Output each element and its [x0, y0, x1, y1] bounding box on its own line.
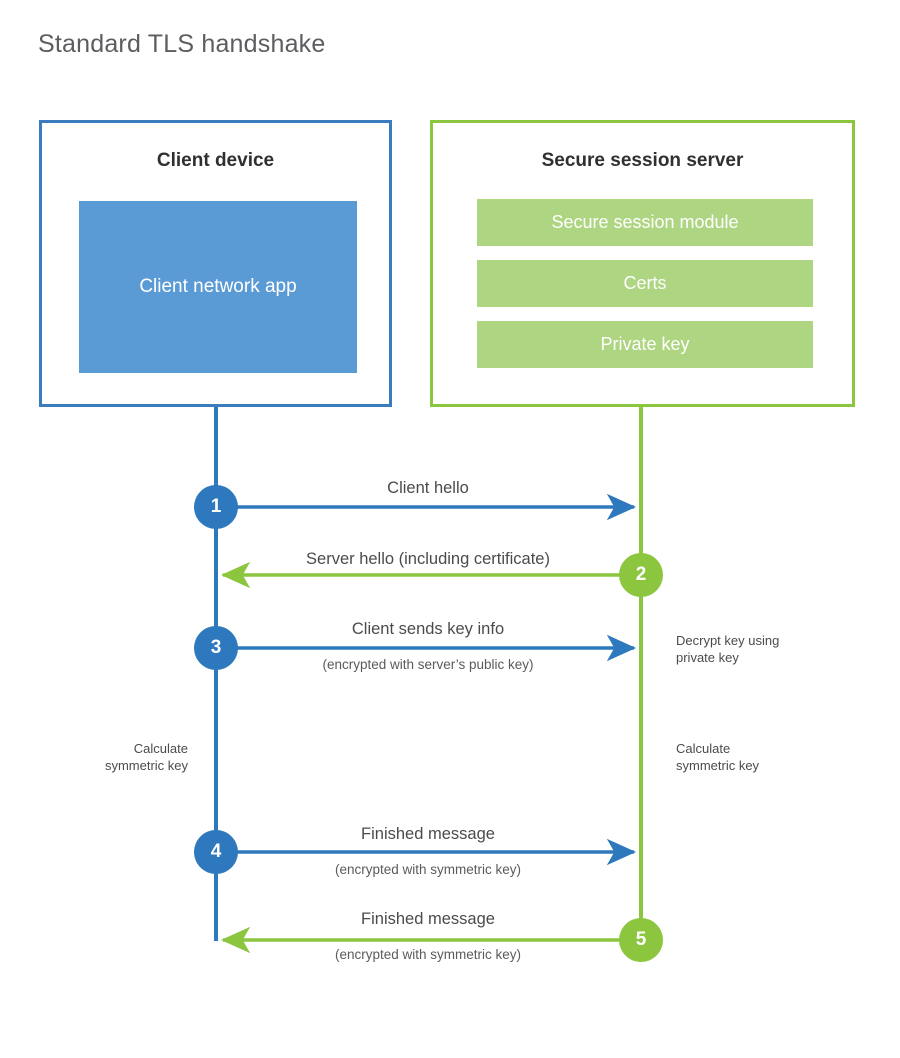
step-1-label: Client hello	[387, 479, 469, 497]
step-3-sublabel: (encrypted with server’s public key)	[322, 657, 534, 672]
secure-session-server-box: Secure session server Secure session mod…	[430, 120, 855, 407]
step-5-sublabel: (encrypted with symmetric key)	[334, 947, 522, 962]
client-calc-note-line1: Calculate	[133, 741, 188, 756]
step-circle-1[interactable]: 1	[194, 485, 238, 529]
server-decrypt-note: Decrypt key using private key	[676, 632, 866, 666]
step-3-label: Client sends key info	[351, 620, 505, 638]
server-component-secure-session-module: Secure session module	[477, 199, 813, 246]
client-device-box: Client device Client network app	[39, 120, 392, 407]
page-title: Standard TLS handshake	[38, 30, 326, 58]
step-circle-3[interactable]: 3	[194, 626, 238, 670]
server-calc-note-line2: symmetric key	[676, 758, 760, 774]
server-components-list: Secure session module Certs Private key	[477, 199, 813, 368]
server-calc-note-line1: Calculate	[676, 741, 731, 756]
client-device-title: Client device	[156, 150, 275, 171]
step-4-sublabel: (encrypted with symmetric key)	[334, 862, 522, 877]
step-circle-5[interactable]: 5	[619, 918, 663, 962]
server-decrypt-note-line1: Decrypt key using	[676, 633, 780, 648]
client-calculate-symmetric-key-note: Calculate symmetric key	[30, 740, 188, 774]
server-calculate-symmetric-key-note: Calculate symmetric key	[676, 740, 856, 774]
client-calc-note-line2: symmetric key	[104, 758, 188, 774]
step-circle-4[interactable]: 4	[194, 830, 238, 874]
server-component-private-key: Private key	[477, 321, 813, 368]
secure-session-server-title: Secure session server	[541, 150, 744, 171]
server-decrypt-note-line2: private key	[676, 650, 739, 666]
step-5-label: Finished message	[361, 910, 495, 928]
step-4-label: Finished message	[361, 825, 495, 843]
step-circle-2[interactable]: 2	[619, 553, 663, 597]
step-2-label: Server hello (including certificate)	[306, 550, 550, 568]
server-component-certs: Certs	[477, 260, 813, 307]
client-network-app-block: Client network app	[79, 201, 357, 373]
